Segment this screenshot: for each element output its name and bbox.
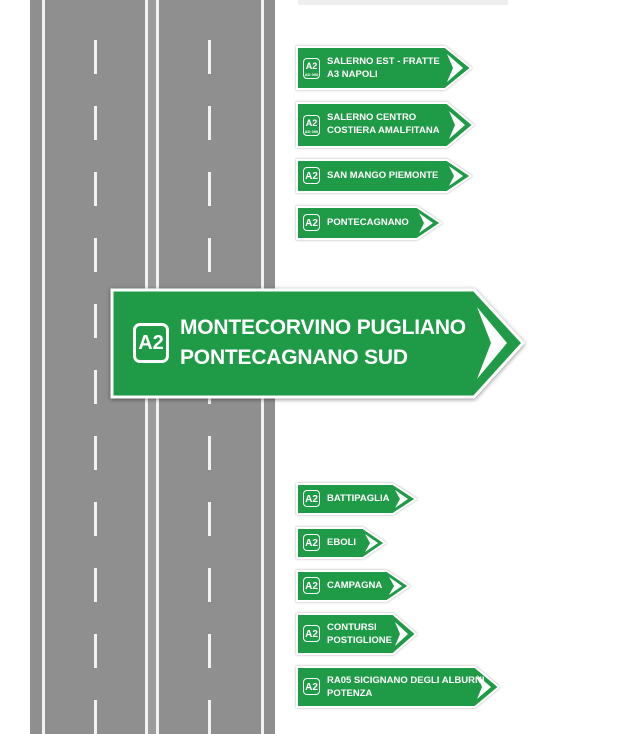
direction-sign-san-mango: A2 SAN MANGO PIEMONTE bbox=[295, 158, 475, 194]
direction-sign-pontecagnano: A2 PONTECAGNANO bbox=[295, 205, 445, 241]
sign-destination-text: EBOLI bbox=[327, 537, 357, 548]
sign-arrow-shape bbox=[296, 159, 473, 193]
sign-arrow-shape bbox=[296, 570, 411, 602]
a2-motorway-badge-icon: A2 bbox=[303, 534, 320, 551]
main-direction-sign-montecorvino: A2 MONTECORVINO PUGLIANO PONTECAGNANO SU… bbox=[109, 287, 529, 400]
sign-line-2: A3 NAPOLI bbox=[327, 69, 378, 80]
main-sign-line-2: PONTECAGNANO SUD bbox=[180, 346, 408, 369]
lane-dash bbox=[94, 700, 97, 734]
lane-dash bbox=[208, 40, 211, 74]
sign-destination-text: SALERNO EST - FRATTE A3 NAPOLI bbox=[327, 55, 440, 81]
sign-destination-text: CAMPAGNA bbox=[327, 580, 383, 591]
sign-destination-text: BATTIPAGLIA bbox=[327, 493, 390, 504]
direction-sign-campagna: A2 CAMPAGNA bbox=[295, 569, 413, 603]
lane-dash bbox=[94, 502, 97, 536]
direction-sign-contursi: A2 CONTURSI POSTIGLIONE bbox=[295, 612, 420, 656]
main-sign-arrow-shape bbox=[110, 288, 526, 399]
lane-dash bbox=[208, 238, 211, 272]
sign-arrow-shape bbox=[296, 46, 473, 90]
lane-dash bbox=[94, 40, 97, 74]
lane-dash bbox=[94, 634, 97, 668]
road-edge-line-left bbox=[42, 0, 45, 734]
lane-dash bbox=[208, 568, 211, 602]
sign-line-1: SALERNO CENTRO bbox=[327, 112, 417, 123]
sign-arrow-shape bbox=[296, 666, 501, 708]
lane-dash bbox=[208, 436, 211, 470]
sign-line-1: SALERNO EST - FRATTE bbox=[327, 56, 440, 67]
lane-dash bbox=[94, 172, 97, 206]
main-sign-line-1: MONTECORVINO PUGLIANO bbox=[180, 316, 466, 339]
lane-dash bbox=[208, 106, 211, 140]
lane-divider-left bbox=[94, 0, 97, 734]
sign-line-1: RA05 SICIGNANO DEGLI ALBURNI bbox=[327, 675, 485, 686]
sign-line-2: POTENZA bbox=[327, 688, 373, 699]
sign-arrow-shape bbox=[296, 102, 475, 148]
sign-line-2: POSTIGLIONE bbox=[327, 635, 392, 646]
sign-destination-text: SAN MANGO PIEMONTE bbox=[327, 170, 439, 181]
a2-motorway-badge-icon: A2 bbox=[133, 323, 169, 363]
lane-dash bbox=[208, 502, 211, 536]
sign-destination-text: SALERNO CENTRO COSTIERA AMALFITANA bbox=[327, 111, 440, 137]
main-sign-destination-text: MONTECORVINO PUGLIANO PONTECAGNANO SUD bbox=[180, 313, 466, 373]
a2-motorway-badge-icon: A2 bbox=[303, 490, 320, 507]
a2-motorway-badge-icon: A2 bbox=[303, 577, 320, 594]
lane-dash bbox=[94, 304, 97, 338]
sign-destination-text: PONTECAGNANO bbox=[327, 217, 409, 228]
sign-line-2: COSTIERA AMALFITANA bbox=[327, 125, 440, 136]
a2-motorway-badge-icon: A2 bbox=[303, 214, 320, 231]
sign-destination-text: CONTURSI POSTIGLIONE bbox=[327, 621, 392, 647]
direction-sign-eboli: A2 EBOLI bbox=[295, 526, 389, 560]
a2-motorway-badge-icon: A2 bbox=[303, 625, 320, 642]
sign-arrow-shape bbox=[296, 613, 418, 655]
lane-dash bbox=[94, 436, 97, 470]
sign-arrow-shape bbox=[296, 483, 418, 515]
a2-motorway-badge-icon: A2 bbox=[303, 678, 320, 695]
lane-dash bbox=[208, 700, 211, 734]
sign-arrow-shape bbox=[296, 206, 443, 240]
lane-dash bbox=[208, 634, 211, 668]
sign-line-1: CONTURSI bbox=[327, 622, 377, 633]
a2-motorway-badge-icon: A2 bbox=[303, 167, 320, 184]
direction-sign-battipaglia: A2 BATTIPAGLIA bbox=[295, 482, 420, 516]
lane-dash bbox=[94, 370, 97, 404]
lane-dash bbox=[94, 238, 97, 272]
lane-dash bbox=[208, 172, 211, 206]
sign-destination-text: RA05 SICIGNANO DEGLI ALBURNI POTENZA bbox=[327, 674, 484, 700]
direction-sign-sicignano: A2 RA05 SICIGNANO DEGLI ALBURNI POTENZA bbox=[295, 665, 503, 709]
lane-dash bbox=[94, 106, 97, 140]
top-edge-strip bbox=[298, 0, 508, 5]
lane-dash bbox=[94, 568, 97, 602]
